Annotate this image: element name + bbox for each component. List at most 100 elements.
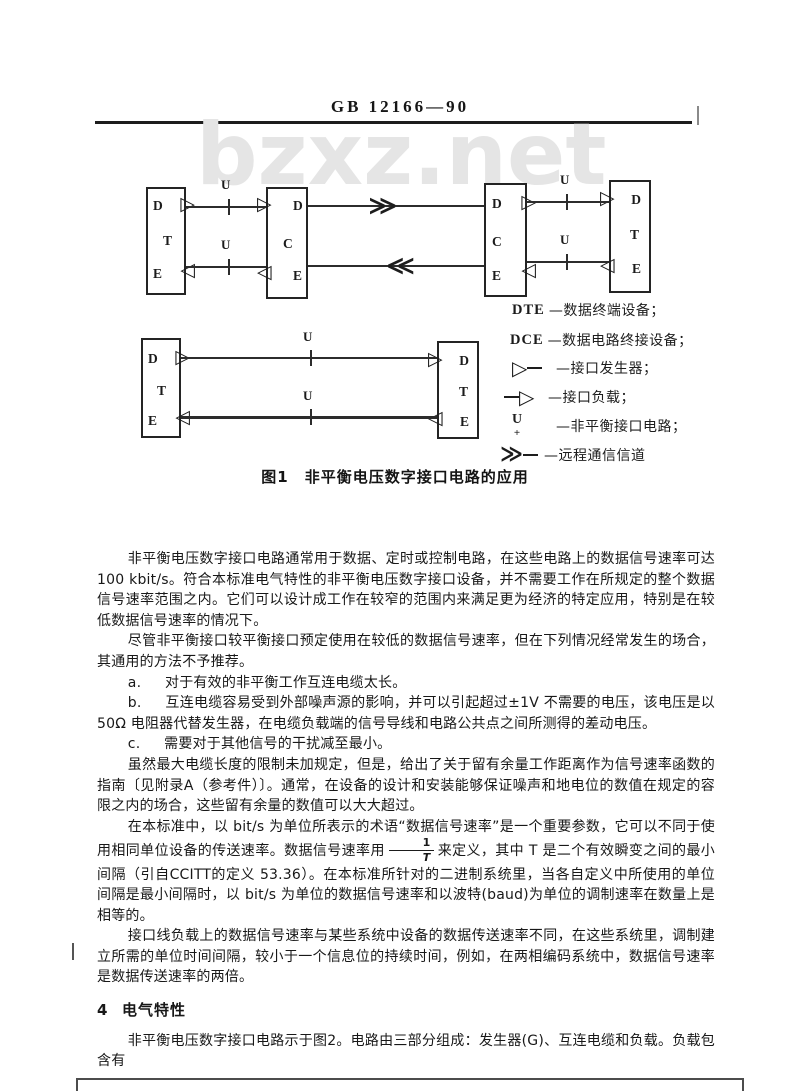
legend-term: DCE [510,331,544,348]
margin-mark [697,106,699,125]
box-letter: T [163,233,173,248]
paragraph-4-after: 来定义，其中 T 是二个有效瞬变之间的最小间隔（引自CCITT的定义 53.36… [97,843,715,924]
paragraph-4: 在本标准中，以 bit/s 为单位所表示的术语“数据信号速率”是一个重要参数，它… [97,817,715,927]
box-letter: C [492,234,502,249]
box-letter: T [458,384,468,399]
box-letter: D [459,353,469,368]
box-letter: E [459,414,469,429]
channel-wire [308,265,484,267]
watermark-text: bzxz.net [196,105,607,205]
u-label: U [221,177,231,192]
u-tick [566,194,568,210]
interface-wire [527,261,609,263]
u-label: U [303,388,313,403]
channel-symbol-icon: ≫ [500,444,544,466]
u-label: U [221,237,231,252]
dte-box-1: D ▷ T E ◁ [146,187,195,295]
standard-number-title: GB 12166—90 [330,97,470,116]
legend-row-dte: DTE —数据终端设备； [512,300,665,320]
box-letter: E [148,413,158,428]
box-letter: E [492,268,502,283]
u-label: U [560,232,570,247]
box-letter: T [157,383,167,398]
legend-row-channel: ≫ —远程通信信道 [500,444,646,466]
interface-wire [181,416,437,419]
item-text: 互连电缆容易受到外部噪声源的影响，并可以引起超过±1V 不需要的电压，该电压是以… [97,695,715,732]
item-label: a. [127,674,142,691]
u-tick [228,259,230,275]
item-label: b. [127,695,142,712]
section-heading: 4 电气特性 [97,1000,715,1021]
legend-desc: —数据电路终接设备； [547,333,693,349]
load-triangle-icon: ▷ [428,348,443,370]
paragraph-4-before: 在本标准中，以 bit/s 为单位所表示的术语“数据信号速率”是一个重要参数，它… [97,818,715,860]
dte-box-3: D ▷ T E ◁ [141,338,190,438]
channel-wire [308,205,484,207]
box-letter: D [153,198,163,213]
legend-desc: —远程通信信道 [544,448,646,464]
body-text: 非平衡电压数字接口电路通常用于数据、定时或控制电路，在这些电路上的数据信号速率可… [97,549,715,1072]
interface-wire [186,266,266,268]
item-text: 需要对于其他信号的干扰减至最小。 [164,736,392,753]
dte-box-4: ▷ D T ◁ E [428,341,479,439]
list-item-a: a. 对于有效的非平衡工作互连电缆太长。 [97,673,715,694]
legend-row-dce: DCE —数据电路终接设备； [510,330,693,350]
paragraph-5: 接口线负载上的数据信号速率与某些系统中设备的数据传送速率不同，在这些系统里，调制… [97,928,715,986]
legend-desc: —数据终端设备； [548,303,665,319]
list-item-b: b.互连电缆容易受到外部噪声源的影响，并可以引起超过±1V 不需要的电压，该电压… [97,693,715,734]
u-label: U [560,172,570,187]
interface-wire [181,357,437,359]
dce-box-2: D ▷ C E ◁ [484,183,536,297]
u-label: U [303,329,313,344]
u-circuit-symbol-icon: U + [512,412,523,439]
item-label: c. [127,736,141,753]
load-triangle-icon: ◁ [180,259,195,281]
box-letter: T [629,227,639,242]
section-title: 电气特性 [121,1001,186,1020]
legend-desc: —接口负载； [548,390,635,406]
margin-change-bar [72,943,74,960]
box-letter: D [492,196,502,211]
load-triangle-icon: ▷ [257,193,272,215]
section-number: 4 [97,1001,109,1020]
figure1-caption: 图1 非平衡电压数字接口电路的应用 [261,468,529,486]
paragraph-6: 非平衡电压数字接口电路示于图2。电路由三部分组成：发生器(G)、互连电缆和负载。… [97,1032,715,1070]
box-letter: E [293,268,303,283]
u-tick [566,254,568,270]
channel-chevron-left-icon: ≪ [386,251,416,280]
load-triangle-icon: ▷ [600,187,615,209]
generator-symbol-icon: ▷ [512,358,556,378]
box-letter: C [283,236,293,251]
paragraph-3: 虽然最大电缆长度的限制未加规定，但是，给出了关于留有余量工作距离作为信号速率函数… [97,756,715,815]
legend-row-generator: ▷ —接口发生器； [512,358,658,378]
box-letter: D [148,351,158,366]
box-letter: E [631,261,641,276]
load-symbol-icon: ▷ [504,387,548,407]
header-rule [95,121,692,124]
generator-triangle-icon: ◁ [600,254,615,276]
dte-box-2: ▷ D T ◁ E [600,180,651,293]
u-tick [228,199,230,215]
dce-box-1: ▷ D C ◁ E [257,187,308,299]
legend-desc: —非平衡接口电路； [556,419,687,435]
item-text: 对于有效的非平衡工作互连电缆太长。 [165,674,407,691]
load-triangle-icon: ◁ [521,259,536,281]
u-tick [310,409,312,425]
channel-chevron-right-icon: ≫ [368,191,398,220]
box-letter: D [293,198,303,213]
legend-desc: —接口发生器； [556,361,658,377]
u-tick [310,350,312,366]
paragraph-1: 非平衡电压数字接口电路通常用于数据、定时或控制电路，在这些电路上的数据信号速率可… [97,551,715,629]
page-footer-box [76,1078,744,1091]
legend-row-load: ▷ —接口负载； [504,387,635,407]
list-item-c: c. 需要对于其他信号的干扰减至最小。 [97,734,715,755]
legend-row-u-circuit: U + —非平衡接口电路； [512,413,687,439]
box-letter: D [631,192,641,207]
box-letter: E [153,266,163,281]
interface-wire [527,201,609,203]
interface-wire [186,206,266,208]
legend-term: DTE [512,301,545,318]
generator-triangle-icon: ▷ [180,193,195,215]
